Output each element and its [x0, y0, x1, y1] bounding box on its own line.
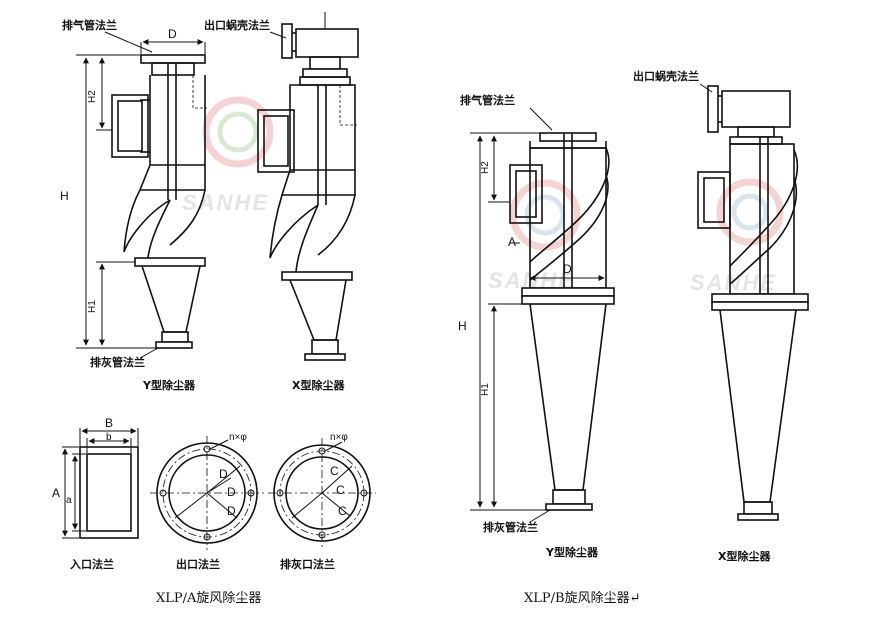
- leader-outlet-a: [269, 31, 287, 39]
- xlp-a-x-type-cyclone: [257, 12, 359, 361]
- watermark-text-a: SANHE: [182, 190, 269, 215]
- xlp-b-y-dimensions: [470, 132, 605, 511]
- xlp-b-x-type-cyclone: [697, 85, 809, 521]
- dim-ash-C1: C: [330, 464, 339, 478]
- leader-outlet-b: [699, 83, 713, 93]
- dim-D-b: D: [563, 262, 572, 276]
- dim-H-b: H: [458, 319, 467, 333]
- leader-ash-b: [529, 509, 551, 523]
- leader-exhaust-b: [529, 107, 553, 131]
- title-x-type-b: X型除尘器: [718, 549, 771, 563]
- dim-H1-a: H1: [87, 300, 98, 313]
- dim-H1-b: H1: [480, 383, 491, 396]
- label-outlet-scroll-flange-a: 出口蜗壳法兰: [204, 18, 270, 32]
- ash-flange-detail: [268, 438, 376, 548]
- dim-H2-a: H2: [87, 90, 98, 103]
- outlet-holes-label: n×φ: [229, 432, 247, 443]
- xlp-a-y-dimensions: H H2 H1 D: [60, 27, 206, 349]
- label-ash-flange-detail: 排灰口法兰: [280, 557, 335, 571]
- label-outlet-scroll-flange-b: 出口蜗壳法兰: [633, 69, 699, 83]
- inlet-flange-detail: [62, 428, 139, 539]
- caption-xlp-b: XLP/B旋风除尘器↵: [524, 591, 640, 606]
- label-exhaust-flange-b: 排气管法兰: [460, 93, 515, 107]
- outlet-flange-detail: [150, 436, 264, 550]
- dim-A-b: A: [508, 235, 516, 249]
- watermark-logo-a: SANHE: [182, 96, 274, 215]
- dim-B: B: [105, 416, 113, 430]
- label-ash-flange-a: 排灰管法兰: [90, 355, 145, 369]
- watermark-text-c: SANHE: [690, 270, 777, 295]
- leader-ash-a: [139, 347, 159, 359]
- title-x-type-a: X型除尘器: [292, 378, 345, 392]
- xlp-b-y-type-cyclone: [509, 132, 615, 511]
- dim-outlet-D2: D: [227, 485, 236, 499]
- title-y-type-a: Y型除尘器: [142, 378, 196, 392]
- ash-holes-label: n×φ: [330, 432, 348, 443]
- dim-ash-C3: C: [338, 504, 347, 518]
- xlp-a-y-type-cyclone: [111, 54, 207, 349]
- title-y-type-b: Y型除尘器: [545, 545, 599, 559]
- dim-A: A: [52, 486, 60, 500]
- dim-outlet-D1: D: [219, 467, 228, 481]
- dim-outlet-D3: D: [227, 504, 236, 518]
- dim-H2-b: H2: [480, 161, 491, 174]
- label-outlet-flange: 出口法兰: [176, 557, 220, 571]
- label-inlet-flange: 入口法兰: [70, 557, 114, 571]
- dim-D-a: D: [168, 27, 177, 41]
- dim-b: b: [106, 432, 112, 443]
- dim-H-a: H: [60, 189, 69, 203]
- dim-a: a: [66, 495, 72, 506]
- label-ash-flange-b: 排灰管法兰: [483, 520, 538, 534]
- dim-ash-C2: C: [336, 483, 345, 497]
- caption-xlp-a: XLP/A旋风除尘器: [156, 591, 261, 606]
- label-exhaust-flange-a: 排气管法兰: [62, 18, 117, 32]
- leader-exhaust-a: [104, 31, 153, 53]
